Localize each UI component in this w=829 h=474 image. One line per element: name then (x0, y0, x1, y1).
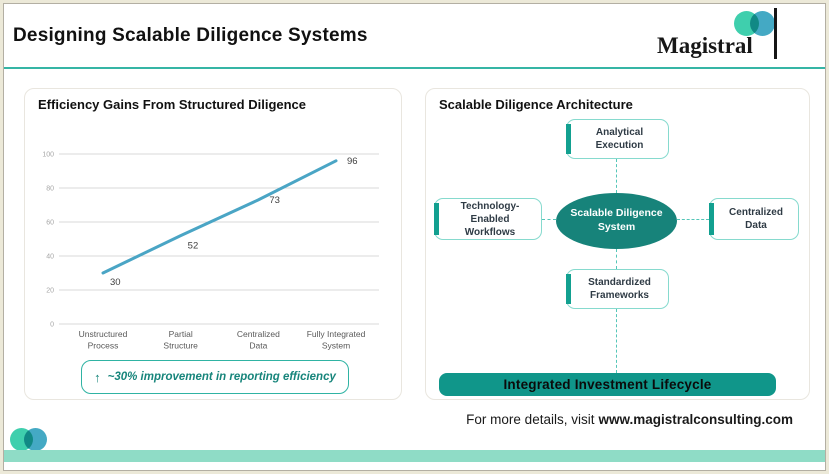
logo-vertical-bar (774, 8, 777, 59)
footer-circle-blue-icon (24, 428, 47, 451)
footer-text: For more details, visit (466, 412, 595, 427)
up-arrow-icon: ↑ (94, 369, 101, 385)
data-label: 73 (269, 195, 280, 206)
slide: Designing Scalable Diligence Systems Mag… (3, 3, 826, 471)
header-divider (4, 67, 825, 69)
y-tick-label: 20 (46, 288, 54, 295)
efficiency-panel-title: Efficiency Gains From Structured Diligen… (38, 97, 307, 112)
efficiency-callout-pill: ↑ ~30% improvement in reporting efficien… (81, 360, 349, 394)
connector-left (542, 219, 556, 220)
logo-wordmark: Magistral (657, 33, 753, 58)
x-category-label: Fully Integrated (307, 329, 366, 339)
x-category-label: Partial (169, 329, 193, 339)
footer-link[interactable]: www.magistralconsulting.com (598, 412, 793, 427)
x-category-label: Unstructured (79, 329, 128, 339)
node-standardized-frameworks: Standardized Frameworks (566, 269, 669, 309)
x-category-label: System (322, 341, 350, 351)
page-title: Designing Scalable Diligence Systems (13, 25, 368, 46)
data-label: 96 (347, 156, 358, 167)
x-category-label: Structure (163, 341, 198, 351)
data-label: 52 (188, 241, 199, 252)
y-tick-label: 60 (46, 220, 54, 227)
magistral-logo: Magistral (657, 6, 787, 64)
x-category-label: Process (88, 341, 119, 351)
logo-circle-blue-icon (750, 11, 775, 36)
lifecycle-bar: Integrated Investment Lifecycle (439, 373, 776, 396)
node-technology-enabled-workflows: Technology-Enabled Workflows (434, 198, 542, 240)
architecture-panel-title: Scalable Diligence Architecture (439, 97, 633, 112)
node-analytical-execution: Analytical Execution (566, 119, 669, 159)
connector-top (616, 159, 617, 193)
callout-text: ~30% improvement in reporting efficiency (107, 371, 336, 383)
y-tick-label: 100 (42, 152, 54, 159)
center-ellipse-scalable-diligence-system: Scalable Diligence System (556, 193, 677, 249)
x-category-label: Data (249, 341, 267, 351)
y-tick-label: 80 (46, 186, 54, 193)
node-centralized-data: Centralized Data (709, 198, 799, 240)
connector-bottom (616, 249, 617, 269)
connector-right (677, 219, 709, 220)
connector-to-lifecycle (616, 309, 617, 373)
x-category-label: Centralized (237, 329, 280, 339)
footer-logo-circles (10, 428, 54, 452)
efficiency-panel: Efficiency Gains From Structured Diligen… (24, 88, 402, 400)
y-tick-label: 40 (46, 254, 54, 261)
architecture-panel: Scalable Diligence Architecture Analytic… (425, 88, 810, 400)
y-tick-label: 0 (50, 322, 54, 329)
bottom-accent-bar (4, 450, 825, 462)
chart-line (101, 159, 338, 275)
data-label: 30 (110, 277, 121, 288)
